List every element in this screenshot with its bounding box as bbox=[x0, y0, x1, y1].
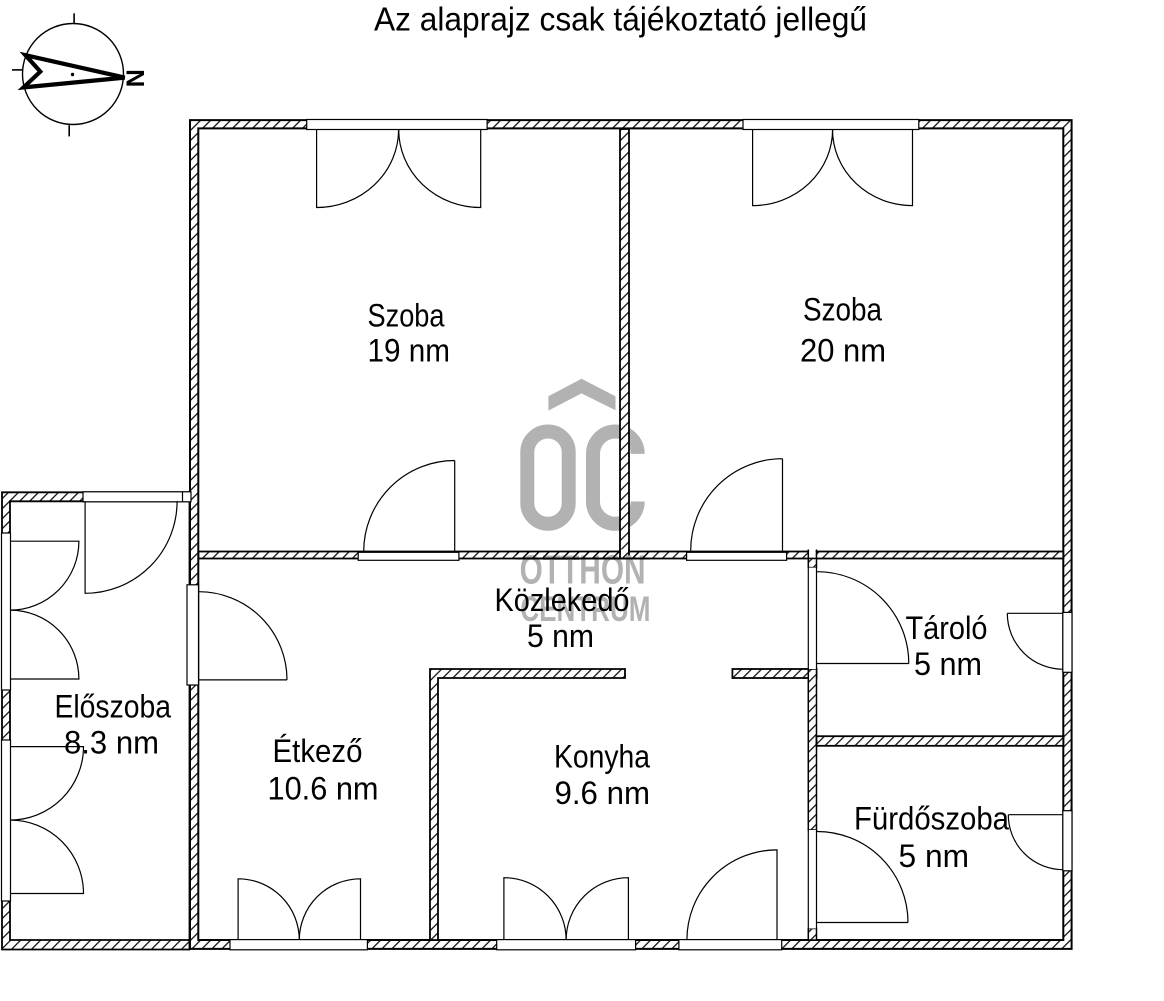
svg-text:5 nm: 5 nm bbox=[527, 618, 594, 654]
svg-text:CENTRUM: CENTRUM bbox=[520, 590, 650, 629]
svg-text:Előszoba: Előszoba bbox=[55, 689, 172, 725]
svg-text:8.3 nm: 8.3 nm bbox=[64, 725, 159, 761]
svg-text:Szoba: Szoba bbox=[368, 298, 446, 334]
svg-text:5 nm: 5 nm bbox=[914, 646, 982, 682]
svg-text:9.6 nm: 9.6 nm bbox=[555, 775, 651, 811]
svg-text:5 nm: 5 nm bbox=[899, 838, 970, 874]
svg-text:Tároló: Tároló bbox=[906, 610, 988, 646]
svg-text:20 nm: 20 nm bbox=[800, 333, 886, 369]
svg-text:N: N bbox=[120, 69, 148, 87]
svg-text:10.6 nm: 10.6 nm bbox=[268, 771, 379, 807]
svg-text:Fürdőszoba: Fürdőszoba bbox=[854, 801, 1010, 837]
svg-text:19 nm: 19 nm bbox=[368, 333, 451, 369]
svg-text:Konyha: Konyha bbox=[554, 739, 651, 775]
svg-text:Az alaprajz csak tájékoztató j: Az alaprajz csak tájékoztató jellegű bbox=[374, 0, 867, 37]
svg-text:Étkező: Étkező bbox=[273, 733, 363, 769]
svg-text:Közlekedő: Közlekedő bbox=[495, 582, 630, 618]
svg-text:Szoba: Szoba bbox=[803, 292, 883, 328]
